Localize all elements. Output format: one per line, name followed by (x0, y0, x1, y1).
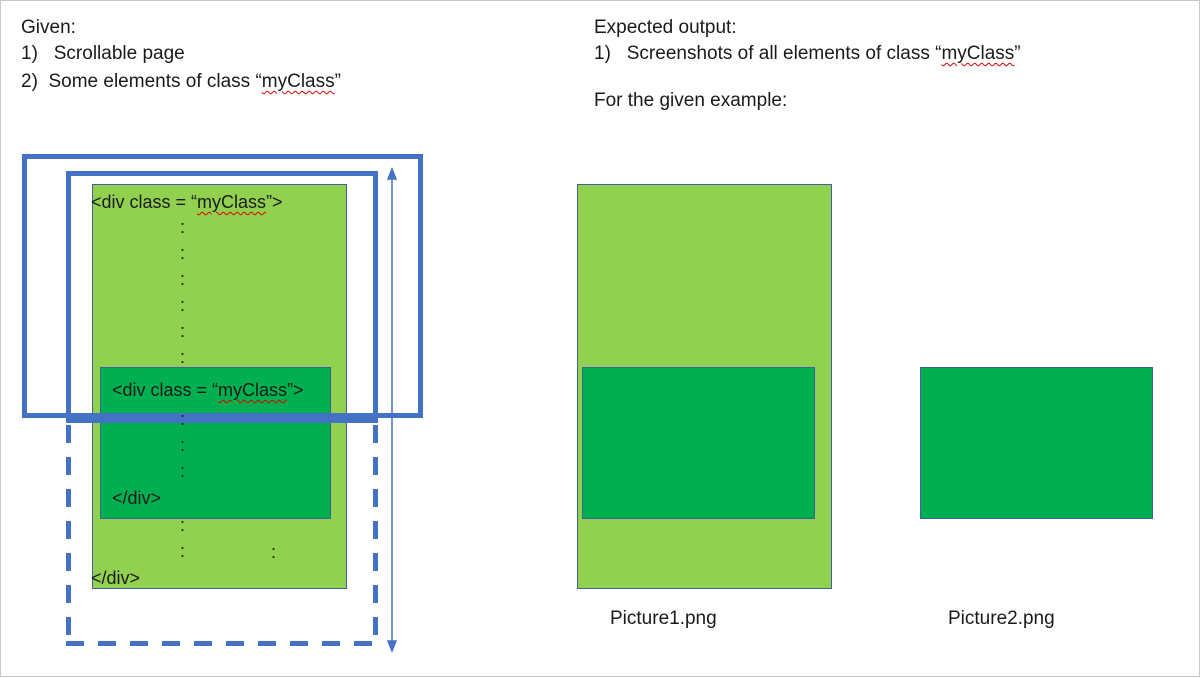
outer-open-tag-post: ”> (266, 192, 283, 212)
expected-item-1-tail: ” (1014, 43, 1021, 64)
picture2-label: Picture2.png (948, 608, 1055, 629)
ellipsis: : (271, 542, 277, 562)
given-item-1: 1) Scrollable page (21, 43, 185, 65)
given-item-2: 2) Some elements of class “myClass” (21, 71, 341, 93)
given-item-2-classname: myClass (261, 71, 335, 92)
ellipsis: : (180, 409, 186, 429)
inner-myclass-div (100, 367, 331, 519)
ellipsis: : (180, 461, 186, 481)
given-item-2-tail: ” (334, 71, 341, 92)
viewport-frame-large (22, 154, 423, 418)
scroll-range-arrow (386, 166, 398, 654)
expected-heading: Expected output: (594, 17, 737, 38)
ellipsis: : (180, 347, 186, 367)
ellipsis: : (180, 269, 186, 289)
viewport-frame-small (66, 171, 378, 423)
given-item-2-text: Some elements of class “ (48, 71, 262, 92)
given-item-1-text: Scrollable page (53, 43, 185, 64)
ellipsis: : (180, 321, 186, 341)
ellipsis: : (180, 243, 186, 263)
expected-item-1-num: 1) (594, 43, 611, 64)
expected-item-1-classname: myClass (941, 43, 1015, 64)
expected-item-1: 1) Screenshots of all elements of class … (594, 43, 1021, 65)
inner-open-tag: <div class = “myClass”> (112, 380, 304, 400)
ellipsis: : (180, 515, 186, 535)
inner-close-tag: </div> (112, 488, 162, 508)
ellipsis: : (180, 217, 186, 237)
given-item-2-num: 2) (21, 71, 38, 92)
picture1-label: Picture1.png (610, 608, 717, 629)
ellipsis: : (180, 435, 186, 455)
outer-close-tag: </div> (91, 568, 141, 588)
inner-open-tag-pre: <div class = “ (112, 380, 219, 400)
ellipsis: : (180, 541, 186, 561)
given-item-1-num: 1) (21, 43, 38, 64)
expected-item-1-text: Screenshots of all elements of class “ (626, 43, 942, 64)
outer-open-tag-class: myClass (197, 192, 267, 212)
picture2-inner-div (920, 367, 1153, 519)
example-line: For the given example: (594, 90, 788, 111)
inner-open-tag-post: ”> (287, 380, 304, 400)
outer-open-tag: <div class = “myClass”> (91, 192, 283, 212)
given-heading: Given: (21, 17, 76, 38)
ellipsis: : (180, 295, 186, 315)
picture1-inner-div (582, 367, 815, 519)
outer-open-tag-pre: <div class = “ (91, 192, 198, 212)
inner-open-tag-class: myClass (218, 380, 288, 400)
